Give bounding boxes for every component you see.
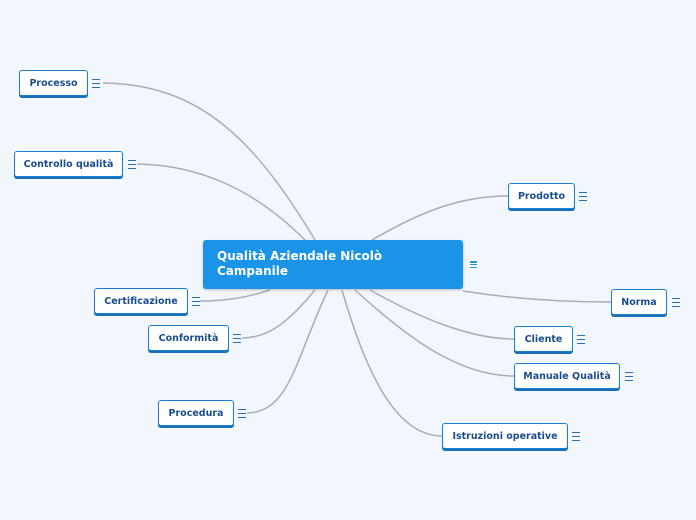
connector-controllo-qualita <box>136 163 306 241</box>
notes-icon[interactable] <box>238 409 246 418</box>
notes-icon[interactable] <box>625 372 633 381</box>
connector-norma <box>462 290 612 303</box>
central-topic-label: Qualità Aziendale Nicolò Campanile <box>217 249 383 278</box>
notes-icon[interactable] <box>672 298 680 307</box>
connector-cliente <box>369 289 515 340</box>
connector-istruzioni-operative <box>341 289 443 437</box>
connector-manuale-qualita <box>354 289 515 377</box>
topic-label: Conformità <box>158 332 219 344</box>
topic-processo[interactable]: Processo <box>19 70 88 96</box>
topic-procedura[interactable]: Procedura <box>158 400 234 426</box>
connector-prodotto <box>371 195 509 241</box>
connector-processo <box>102 82 316 241</box>
notes-icon[interactable] <box>577 335 585 344</box>
topic-label: Prodotto <box>517 190 566 202</box>
topic-label: Processo <box>29 77 78 89</box>
topic-cliente[interactable]: Cliente <box>514 326 573 352</box>
topic-label: Istruzioni operative <box>452 430 558 442</box>
topic-label: Procedura <box>168 407 224 419</box>
notes-icon[interactable] <box>468 259 479 270</box>
topic-controllo-qualita[interactable]: Controllo qualità <box>14 151 123 177</box>
topic-istruzioni-operative[interactable]: Istruzioni operative <box>442 423 568 449</box>
notes-icon[interactable] <box>572 432 580 441</box>
topic-label: Cliente <box>524 333 563 345</box>
notes-icon[interactable] <box>128 160 136 169</box>
connector-procedura <box>246 289 329 414</box>
connector-certificazione <box>199 289 271 302</box>
topic-manuale-qualita[interactable]: Manuale Qualità <box>514 363 620 389</box>
connector-conformita <box>241 289 316 339</box>
topic-certificazione[interactable]: Certificazione <box>94 288 188 314</box>
topic-label: Norma <box>621 296 657 308</box>
topic-norma[interactable]: Norma <box>611 289 667 315</box>
notes-icon[interactable] <box>233 334 241 343</box>
central-topic[interactable]: Qualità Aziendale Nicolò Campanile <box>203 240 463 289</box>
topic-label: Manuale Qualità <box>523 370 611 382</box>
topic-prodotto[interactable]: Prodotto <box>508 183 575 209</box>
notes-icon[interactable] <box>192 297 200 306</box>
notes-icon[interactable] <box>579 192 587 201</box>
notes-icon[interactable] <box>92 79 100 88</box>
topic-label: Certificazione <box>104 295 178 307</box>
topic-label: Controllo qualità <box>23 158 114 170</box>
topic-conformita[interactable]: Conformità <box>148 325 229 351</box>
